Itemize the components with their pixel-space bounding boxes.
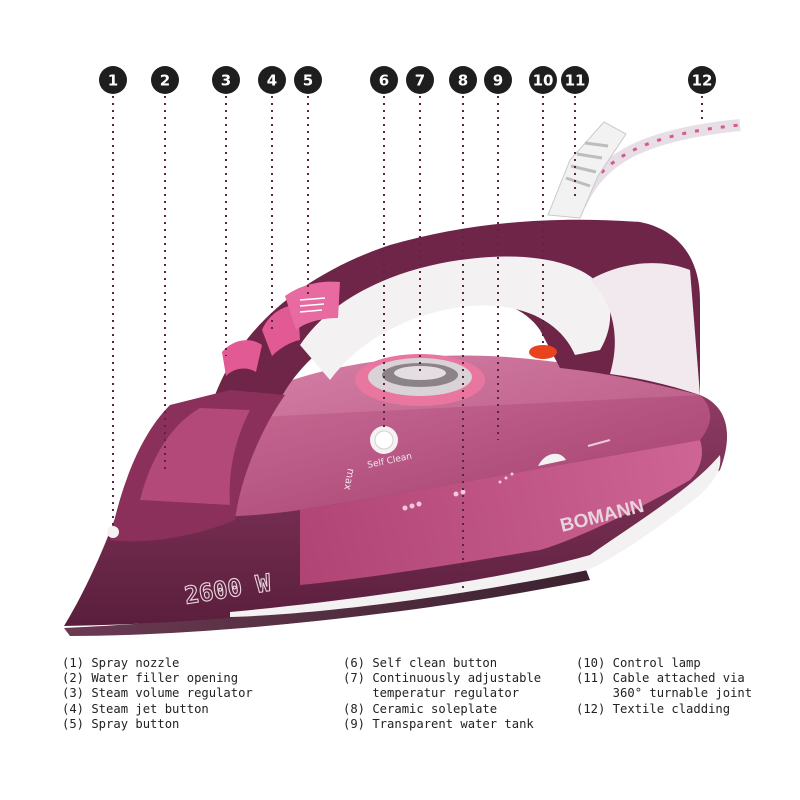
svg-text:9: 9 (493, 72, 503, 90)
legend-item: (8) Ceramic soleplate (343, 701, 498, 716)
callout-6: 6 (370, 66, 398, 94)
callout-11: 11 (561, 66, 589, 94)
leader-lines (112, 96, 703, 600)
svg-text:12: 12 (692, 72, 713, 90)
callout-9: 9 (484, 66, 512, 94)
max-label: max (341, 467, 356, 490)
handle-grip (300, 256, 611, 380)
legend-item: (2) Water filler opening (62, 671, 239, 686)
steam-volume-regulator (222, 340, 262, 376)
svg-text:11: 11 (565, 72, 586, 90)
svg-text:10: 10 (533, 72, 554, 90)
svg-text:4: 4 (267, 72, 277, 90)
callout-7: 7 (406, 66, 434, 94)
legend-item: (1) Spray nozzle (62, 656, 180, 670)
self-clean-button[interactable] (370, 426, 398, 454)
svg-text:5: 5 (303, 72, 313, 90)
svg-text:6: 6 (379, 72, 389, 90)
legend-item: (9) Transparent water tank (343, 716, 534, 731)
pink-side-panel (300, 440, 702, 585)
rear-white-shell (590, 263, 700, 395)
legend-item: (7) Continuously adjustable (343, 671, 542, 686)
svg-text:8: 8 (458, 72, 468, 90)
legend-item: temperatur regulator (343, 686, 520, 701)
callout-5: 5 (294, 66, 322, 94)
svg-text:3: 3 (221, 72, 231, 90)
legend-item: (12) Textile cladding (576, 701, 731, 716)
spray-button[interactable] (285, 281, 340, 330)
temperature-regulator[interactable] (355, 354, 485, 406)
steam-level-icons (402, 439, 611, 511)
callout-8: 8 (449, 66, 477, 94)
textile-cable (547, 119, 741, 219)
svg-text:2: 2 (160, 72, 170, 90)
legend-item: (5) Spray button (62, 716, 180, 731)
legend-item: 360° turnable joint (576, 686, 753, 701)
legend-item: (3) Steam volume regulator (62, 686, 253, 701)
legend-item: (11) Cable attached via (576, 671, 745, 686)
nose-window (140, 408, 250, 505)
callout-1: 1 (99, 66, 127, 94)
callout-3: 3 (212, 66, 240, 94)
steam-jet-button[interactable] (262, 305, 300, 356)
svg-text:7: 7 (415, 72, 425, 90)
callout-12: 12 (688, 66, 716, 94)
legend-item: (4) Steam jet button (62, 701, 209, 716)
callout-2: 2 (151, 66, 179, 94)
legend-column-3: (10) Control lamp (11) Cable attached vi… (576, 656, 752, 717)
legend-column-1: (1) Spray nozzle (2) Water filler openin… (62, 656, 253, 732)
svg-text:1: 1 (108, 72, 118, 90)
legend-item: (6) Self clean button (343, 656, 498, 670)
handle-shell (215, 219, 700, 400)
callout-4: 4 (258, 66, 286, 94)
legend-item: (10) Control lamp (576, 656, 701, 670)
control-lamp (529, 345, 557, 359)
white-skirt (230, 455, 721, 617)
ceramic-soleplate (64, 567, 590, 636)
spray-nozzle (107, 526, 119, 538)
callout-10: 10 (529, 66, 557, 94)
legend-column-2: (6) Self clean button (7) Continuously a… (343, 656, 541, 732)
